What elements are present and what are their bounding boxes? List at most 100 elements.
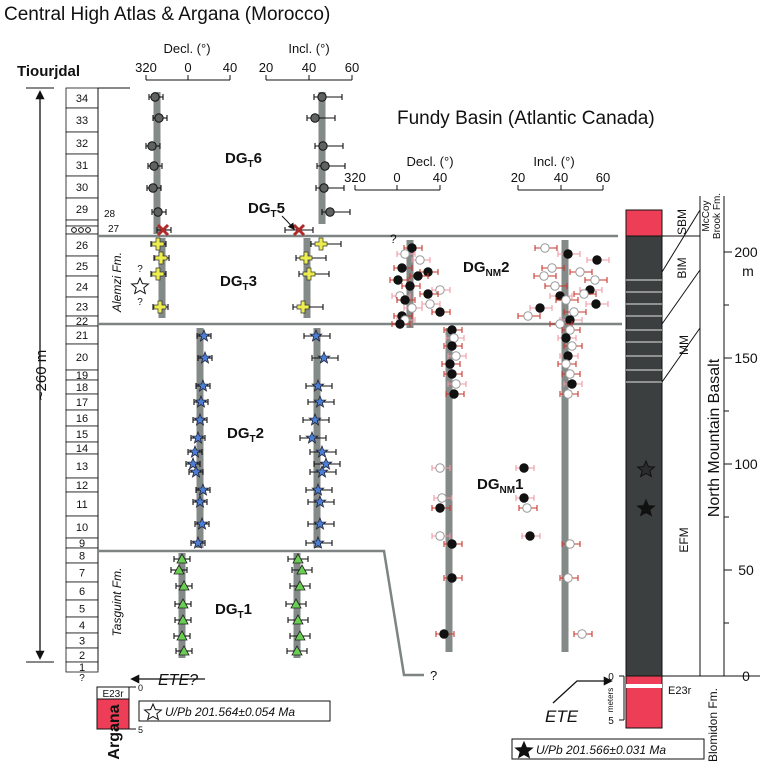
dg-nm2-incl-point bbox=[569, 307, 579, 317]
label-dg-t1: DGT1 bbox=[215, 601, 252, 621]
svg-text:ETE?: ETE? bbox=[158, 672, 198, 689]
blomidon-label: Blomidon Fm. bbox=[706, 688, 720, 762]
dg-nm1-decl-point bbox=[447, 341, 457, 351]
svg-text:SBM: SBM bbox=[675, 209, 689, 235]
dg-nm1-decl-point bbox=[447, 539, 457, 549]
dg-nm1-incl-point bbox=[567, 379, 577, 389]
dg-nm1-decl-point bbox=[435, 531, 445, 541]
dg-t1-decl-point bbox=[177, 598, 189, 609]
dg-nm1-incl-point bbox=[519, 493, 529, 503]
unit-cell: 8 bbox=[65, 547, 99, 564]
unit-cell: 24 bbox=[65, 275, 99, 298]
argana-label: Argana bbox=[106, 704, 123, 759]
unit-label: 2 bbox=[79, 650, 85, 662]
unit-cell: 27 bbox=[65, 224, 120, 235]
svg-text:Decl. (°): Decl. (°) bbox=[406, 154, 453, 169]
unit-label: 10 bbox=[76, 522, 88, 534]
dg-t2-incl-point bbox=[313, 516, 327, 530]
dg-t1-incl-point bbox=[290, 598, 302, 609]
svg-text:320: 320 bbox=[344, 170, 366, 185]
dg-nm2-incl-point bbox=[547, 263, 557, 273]
dg-nm2-decl-point bbox=[415, 255, 425, 265]
dg-t6-decl-point bbox=[153, 207, 163, 217]
dg-t2-decl-point bbox=[196, 378, 210, 392]
dg-nm2-incl-point bbox=[535, 303, 545, 313]
upb-sample-star-fundy-1 bbox=[636, 459, 656, 478]
unit-label: 32 bbox=[76, 138, 88, 150]
svg-text:BIM: BIM bbox=[675, 257, 689, 278]
dg-t6-incl-point bbox=[325, 207, 335, 217]
argana-e23r-label: E23r bbox=[102, 689, 124, 700]
dg-nm2-decl-point bbox=[407, 303, 417, 313]
dg-nm1-incl-point bbox=[525, 531, 535, 541]
unit-cell: 23 bbox=[65, 296, 99, 317]
thickness-arrow: ~260 m bbox=[26, 87, 54, 663]
dg-nm2-decl-point bbox=[400, 249, 410, 259]
svg-text:0: 0 bbox=[742, 668, 750, 684]
dg-nm2-incl-point bbox=[591, 299, 601, 309]
member-brackets: SBM BIM MM EFM McCoy Brook Fm. North Mou… bbox=[661, 193, 760, 762]
dg-t2-incl-point bbox=[313, 394, 327, 408]
unit-label: ? bbox=[79, 673, 85, 684]
svg-text:100: 100 bbox=[734, 456, 758, 472]
dg-t2-incl-point bbox=[313, 494, 327, 508]
dg-nm2-incl-point bbox=[592, 255, 602, 265]
dg-nm2-decl-point bbox=[400, 295, 410, 305]
fundy-e23r-label: E23r bbox=[668, 685, 692, 697]
unit-label: 19 bbox=[76, 370, 88, 382]
unit-cell: 17 bbox=[65, 393, 99, 411]
dg-t1-incl-point bbox=[294, 630, 306, 641]
dg-t2-decl-point bbox=[193, 494, 207, 508]
unit-cell: 21 bbox=[65, 325, 99, 345]
svg-text:50: 50 bbox=[738, 562, 754, 578]
svg-text:40: 40 bbox=[433, 170, 447, 185]
dg-t6-decl-point bbox=[148, 183, 158, 193]
dg-nm2-decl-point bbox=[393, 275, 403, 285]
dg-t2-incl-point bbox=[317, 350, 331, 364]
svg-text:20: 20 bbox=[511, 170, 525, 185]
dg-nm2-decl-point bbox=[423, 289, 433, 299]
svg-text:150: 150 bbox=[734, 350, 758, 366]
dg-nm2-decl-point bbox=[435, 285, 445, 295]
dg-nm1-decl-point bbox=[435, 463, 445, 473]
dg-nm2-incl-point bbox=[579, 289, 589, 299]
dg-nm2-incl-point bbox=[575, 267, 585, 277]
unit-cell: 6 bbox=[65, 581, 99, 601]
unit-cell: 26 bbox=[65, 233, 99, 257]
ete-fundy: ETE bbox=[545, 676, 613, 726]
unit-label: 22 bbox=[76, 316, 88, 328]
dg-nm1-decl-point bbox=[449, 389, 459, 399]
fundy-title: Fundy Basin (Atlantic Canada) bbox=[397, 108, 655, 129]
dg-nm1-decl-point bbox=[447, 573, 457, 583]
unit-label: 23 bbox=[76, 302, 88, 314]
dg-nm2-decl-point bbox=[397, 263, 407, 273]
dg-nm2-decl-point bbox=[405, 281, 415, 291]
dg-t2-incl-point bbox=[309, 328, 323, 342]
dg-nm1-incl-point bbox=[563, 351, 573, 361]
dg-t2-decl-point bbox=[196, 482, 210, 496]
dg-t3-decl-point bbox=[151, 267, 165, 281]
unit-label: 15 bbox=[76, 429, 88, 441]
label-dg-t3: DGT3 bbox=[220, 273, 257, 293]
unit-cell: 31 bbox=[65, 153, 99, 177]
unit-cell: 4 bbox=[65, 616, 99, 634]
dg-nm2-incl-point bbox=[539, 271, 549, 281]
unit-label: 1 bbox=[79, 662, 85, 674]
svg-text:320: 320 bbox=[135, 60, 157, 75]
unit-label: 31 bbox=[76, 160, 88, 172]
dg-t1-decl-point bbox=[177, 614, 189, 625]
dg-nm2-incl-point bbox=[555, 319, 565, 329]
dg-nm1-decl-point bbox=[449, 333, 459, 343]
svg-text:200: 200 bbox=[734, 244, 758, 260]
dg-nm2-incl-point bbox=[550, 281, 560, 291]
dg-t3-decl-point bbox=[153, 300, 167, 314]
dg-t2-incl-point bbox=[315, 444, 329, 458]
thickness-label: ~260 m bbox=[33, 350, 50, 400]
dg-nm2-decl-point bbox=[395, 319, 405, 329]
svg-text:m: m bbox=[742, 263, 754, 279]
dg-t3-incl-point bbox=[302, 267, 316, 281]
unit-cell: 15 bbox=[65, 425, 99, 443]
dg-t2-decl-point bbox=[191, 535, 205, 549]
svg-text:5: 5 bbox=[608, 716, 614, 727]
svg-text:40: 40 bbox=[302, 60, 316, 75]
